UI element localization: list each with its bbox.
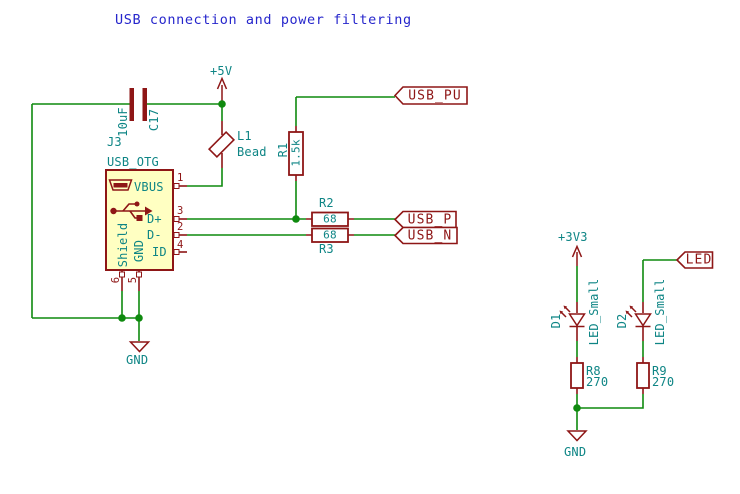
led-d2[interactable]	[625, 305, 652, 328]
j3-value: USB_OTG	[107, 155, 159, 169]
gnd-symbol-right[interactable]	[566, 430, 588, 442]
pin-end-markers	[119, 183, 180, 278]
l1-ref: L1	[237, 129, 252, 143]
pin-number-3: 3	[177, 205, 184, 217]
plus3v3-label: +3V3	[558, 230, 588, 244]
pin-number-4: 4	[177, 239, 184, 251]
gnd-right-triangle-icon	[566, 430, 588, 442]
usb-n-label-shape[interactable]	[393, 226, 458, 245]
usb-n-label-text[interactable]: USB_N	[407, 228, 453, 244]
c17-value: 10uF	[116, 107, 130, 137]
resistor-r3[interactable]	[311, 227, 349, 243]
d1-emission-arrows-icon	[559, 305, 571, 318]
r1-body	[288, 131, 304, 176]
r3-ref: R3	[319, 242, 334, 256]
d2-emission-arrows-icon	[625, 305, 637, 318]
gnd-right-label: GND	[564, 445, 587, 459]
cap-plate-left	[129, 88, 134, 121]
junction-dot	[135, 314, 143, 322]
junction-dot	[292, 215, 300, 223]
wire-usb-pu[interactable]	[295, 96, 395, 126]
resistor-r9[interactable]	[636, 362, 650, 389]
r2-value: 68	[323, 212, 337, 226]
resistor-r2[interactable]	[311, 211, 349, 227]
d1-ref: D1	[549, 313, 563, 329]
wire-vbus[interactable]	[187, 168, 223, 187]
wire-shield-gnd[interactable]	[31, 104, 140, 341]
r1-ref: R1	[276, 142, 290, 158]
pin-number-1: 1	[177, 172, 184, 184]
led-label-shape[interactable]	[675, 251, 714, 269]
power-symbol-5v[interactable]	[216, 76, 228, 105]
junction-dot	[573, 404, 581, 412]
r1-value: 1.5k	[289, 139, 303, 167]
wires[interactable]	[31, 96, 677, 430]
c17-ref: C17	[147, 108, 161, 132]
plus5v-label: +5V	[210, 64, 233, 78]
pin-stubs	[121, 121, 644, 394]
junction-dot	[118, 314, 126, 322]
pin-name-dplus: D+	[147, 212, 162, 226]
gnd-left-label: GND	[126, 353, 149, 367]
pin-number-2: 2	[177, 221, 184, 233]
r9-ref: R9	[652, 364, 667, 378]
usb-p-label-text[interactable]: USB_P	[407, 212, 453, 228]
usb-connector-j3[interactable]	[105, 169, 180, 278]
r8-ref: R8	[586, 364, 601, 378]
mini-usb-icon	[108, 179, 133, 191]
r2-ref: R2	[319, 196, 334, 210]
resistor-r8[interactable]	[570, 362, 584, 389]
r3-body	[311, 227, 349, 243]
d1-value: LED_Small	[587, 278, 601, 346]
capacitor-c17[interactable]	[129, 88, 148, 121]
d2-ref: D2	[615, 313, 629, 329]
gnd-left-triangle-icon	[128, 341, 151, 353]
r9-body	[636, 362, 650, 389]
d2-triangle	[634, 313, 652, 327]
r9-value: 270	[652, 375, 675, 389]
usb-p-label-shape[interactable]	[393, 210, 457, 229]
power-symbol-3v3[interactable]	[571, 244, 583, 267]
wire-led-branch[interactable]	[577, 259, 677, 409]
pin-number-5: 5	[126, 276, 139, 284]
pin-name-shield: Shield	[116, 222, 130, 268]
usb-trident-icon	[110, 201, 153, 221]
r2-body	[311, 211, 349, 227]
junction-dot	[218, 100, 226, 108]
led-d1[interactable]	[559, 305, 586, 328]
wire-dplus[interactable]	[187, 181, 395, 220]
pin-number-6: 6	[109, 276, 122, 284]
d1-triangle	[568, 313, 586, 327]
pin-name-id: ID	[152, 245, 167, 259]
hier-label-shapes	[393, 86, 714, 269]
usb-pu-label-shape[interactable]	[393, 86, 468, 105]
resistor-r1[interactable]	[288, 131, 304, 176]
pin-name-vbus: VBUS	[134, 180, 164, 194]
r8-value: 270	[586, 375, 609, 389]
pin-name-gnd: GND	[132, 239, 146, 263]
gnd-symbol-left[interactable]	[128, 341, 151, 353]
bead-body	[207, 130, 236, 159]
j3-ref: J3	[107, 135, 122, 149]
r8-body	[570, 362, 584, 389]
d2-value: LED_Small	[653, 278, 667, 346]
schematic-title: USB connection and power filtering	[115, 12, 412, 28]
pin-name-dminus: D-	[147, 228, 162, 242]
l1-value: Bead	[237, 145, 267, 159]
plus3v3-arrow-icon	[571, 244, 583, 266]
usb-pu-label-text[interactable]: USB_PU	[408, 88, 462, 104]
plus5v-arrow-icon	[216, 76, 228, 104]
r3-value: 68	[323, 228, 337, 242]
junction-dots	[118, 100, 581, 412]
inductor-l1[interactable]	[207, 130, 236, 159]
cap-plate-right	[142, 88, 147, 121]
led-label-text[interactable]: LED	[685, 252, 713, 268]
